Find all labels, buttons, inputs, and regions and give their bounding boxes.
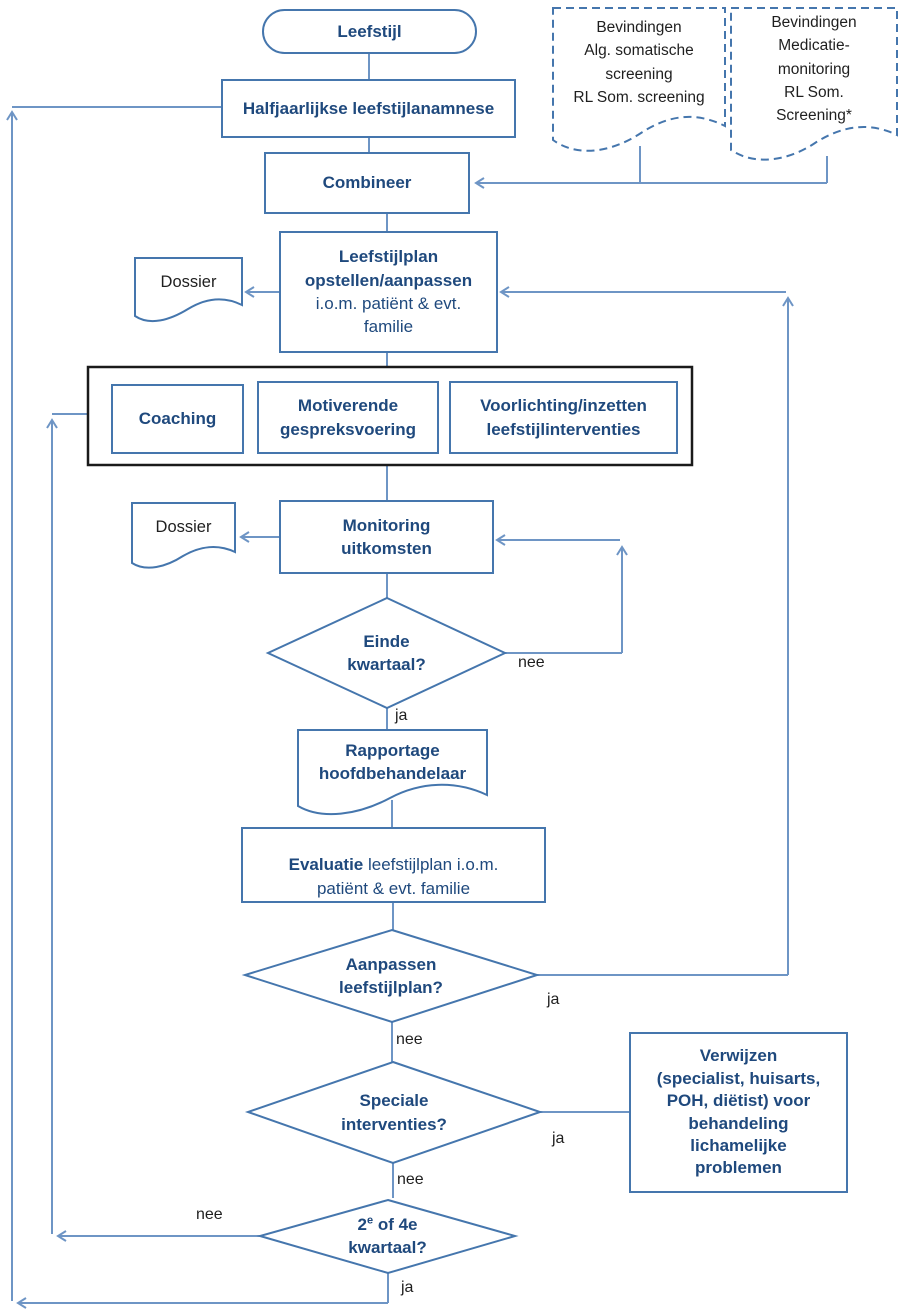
evaluatie-title: Evaluatie <box>288 855 364 875</box>
aanpassen-ja-label: ja <box>547 991 560 1008</box>
rapportage-label: Rapportage hoofdbehandelaar <box>318 740 467 783</box>
kwartaal-label-line2: kwartaal? <box>348 1238 427 1257</box>
einde-kwartaal-diamond-shape <box>265 596 508 710</box>
evaluatie-label: Evaluatie leefstijlplan i.o.m. patiënt &… <box>242 828 545 902</box>
motiverende-label: Motiverende gespreksvoering <box>279 396 417 439</box>
einde-ja-label: ja <box>395 707 408 724</box>
bevindingen-somatisch-callout-shape <box>552 7 726 152</box>
kwartaal-ja-label: ja <box>401 1279 414 1296</box>
coaching-label: Coaching <box>138 409 217 429</box>
bevindingen-somatisch-label: Bevindingen Alg. somatische screening RL… <box>573 19 705 106</box>
aanpassen-diamond-shape <box>241 928 541 1024</box>
speciale-diamond-shape <box>244 1060 544 1165</box>
verwijzen-box-shape <box>629 1032 848 1193</box>
monitoring-box-shape <box>279 500 494 574</box>
leefstijlplan-label: Leefstijlplan opstellen/aanpassen i.o.m.… <box>280 232 497 352</box>
leefstijlplan-title: Leefstijlplan opstellen/aanpassen <box>304 247 473 290</box>
start-terminator-shape <box>262 9 477 54</box>
coaching-box-shape <box>111 384 244 454</box>
speciale-ja-label: ja <box>552 1130 565 1147</box>
speciale-nee-label: nee <box>397 1171 424 1188</box>
aanpassen-label: Aanpassen leefstijlplan? <box>339 954 443 997</box>
dossier2-document-shape <box>131 502 236 569</box>
evaluatie-box-shape <box>241 827 546 903</box>
einde-kwartaal-label: Einde kwartaal? <box>347 631 426 674</box>
motiverende-box-shape <box>257 381 439 454</box>
kwartaal-num: 2 <box>357 1214 367 1234</box>
combineer-box-shape <box>264 152 470 214</box>
aanpassen-nee-label: nee <box>396 1031 423 1048</box>
verwijzen-label: Verwijzen (specialist, huisarts, POH, di… <box>656 1046 821 1178</box>
voorlichting-box-shape <box>449 381 678 454</box>
bevindingen-medicatie-callout-shape <box>730 7 898 161</box>
voorlichting-label: Voorlichting/inzetten leefstijlintervent… <box>480 396 647 439</box>
start-terminator-label: Leefstijl <box>337 21 402 41</box>
monitoring-label: Monitoring uitkomsten <box>341 515 432 558</box>
dossier1-label: Dossier <box>160 272 217 291</box>
rapportage-document-shape <box>297 729 488 816</box>
leefstijlplan-box-shape <box>279 231 498 353</box>
combineer-label: Combineer <box>322 173 412 193</box>
dossier2-label: Dossier <box>155 517 212 536</box>
kwartaal-label: 2e of 4e kwartaal? <box>260 1200 515 1272</box>
bevindingen-medicatie-label: Bevindingen Medicatie- monitoring RL Som… <box>771 14 857 124</box>
evaluatie-detail: leefstijlplan i.o.m. patiënt & evt. fami… <box>316 855 499 898</box>
einde-nee-label: nee <box>518 654 545 671</box>
kwartaal-nee-label: nee <box>196 1206 223 1223</box>
kwartaal-rest: of 4e <box>373 1214 418 1234</box>
anamnese-label: Halfjaarlijkse leefstijlanamnese <box>242 98 495 118</box>
kwartaal-sup: e <box>366 1213 374 1226</box>
kwartaal-diamond-shape <box>256 1198 519 1275</box>
anamnese-box-shape <box>221 79 516 138</box>
dossier1-document-shape <box>134 257 243 323</box>
kwartaal-label-line1: 2e of 4e <box>358 1213 418 1236</box>
leefstijlplan-detail: i.o.m. patiënt & evt. familie <box>315 294 462 337</box>
speciale-label: Speciale interventies? <box>341 1091 447 1134</box>
